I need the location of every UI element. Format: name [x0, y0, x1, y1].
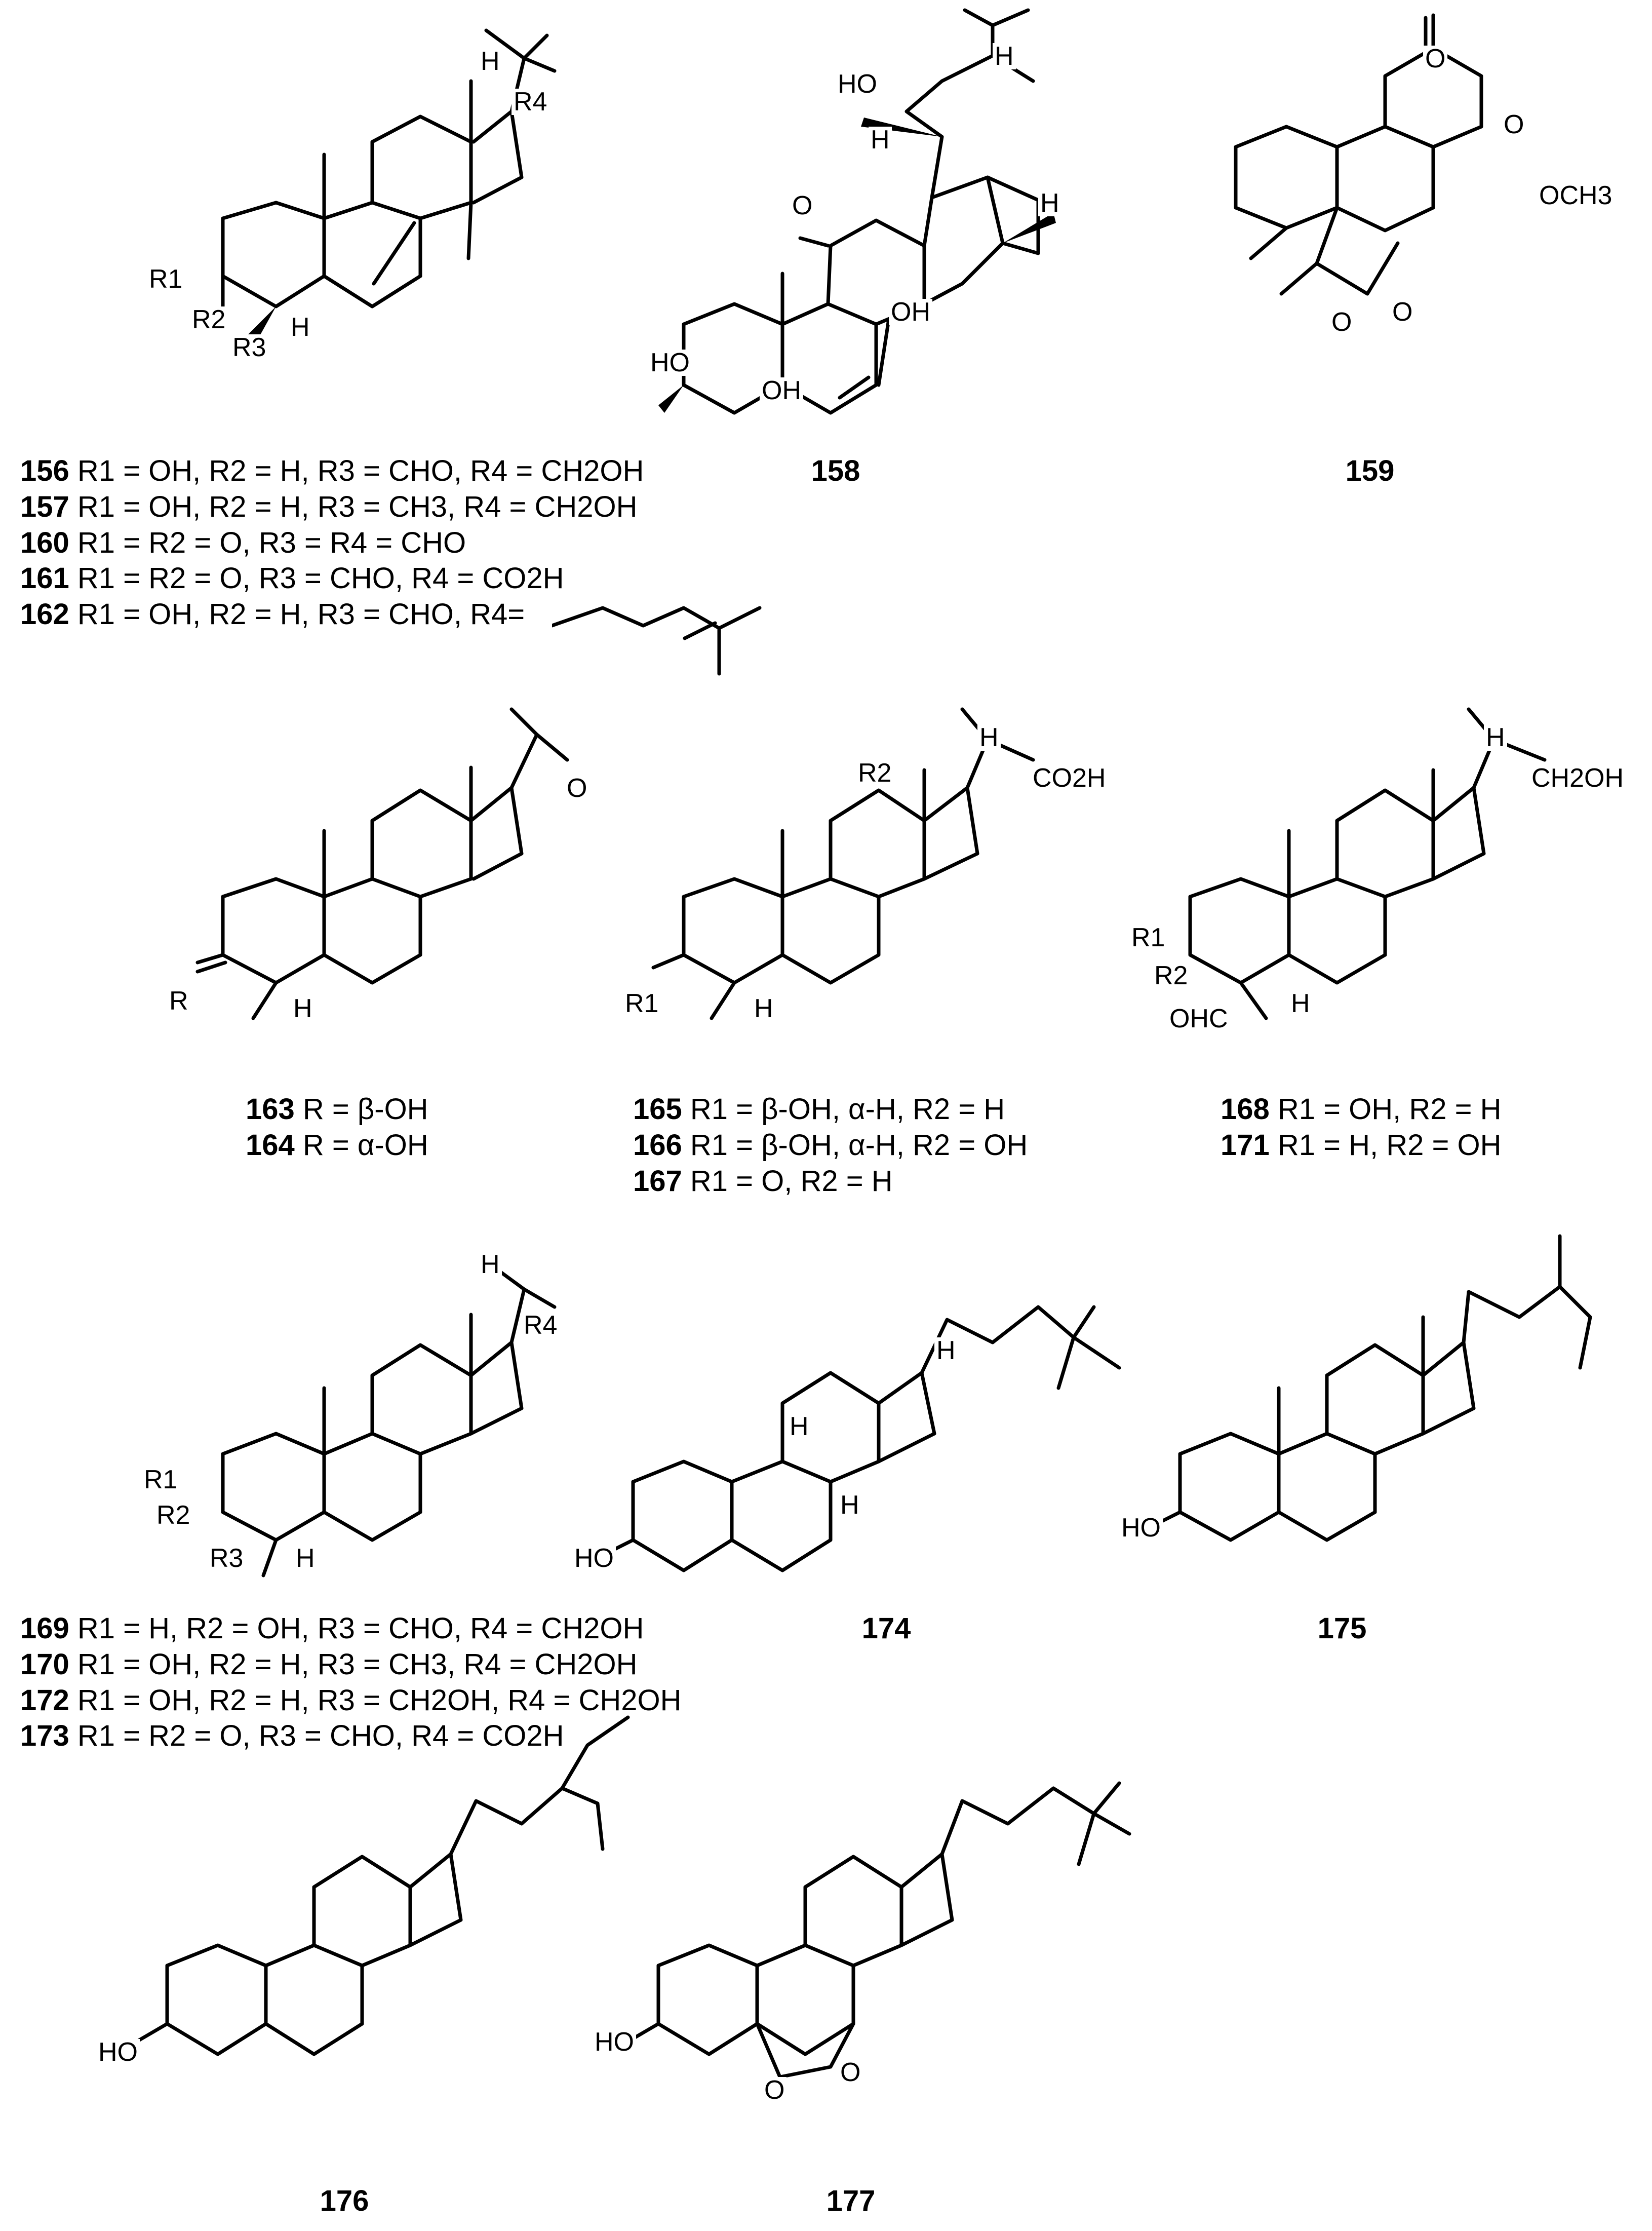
caption-159: 159	[1345, 454, 1395, 487]
caption-line: 156 R1 = OH, R2 = H, R3 = CHO, R4 = CH2O…	[20, 454, 644, 487]
atom-label: HO	[593, 2029, 636, 2055]
atom-label: R2	[1152, 963, 1190, 989]
atom-label: R2	[190, 306, 228, 333]
caption-line: 167 R1 = O, R2 = H	[633, 1164, 893, 1198]
atom-label: CO2H	[1031, 765, 1108, 791]
atom-label: R3	[230, 334, 268, 361]
caption-line: 169 R1 = H, R2 = OH, R3 = CHO, R4 = CH2O…	[20, 1612, 644, 1645]
atom-label: H	[934, 1337, 958, 1364]
atom-label: R2	[154, 1502, 192, 1528]
caption-156-162: 156 R1 = OH, R2 = H, R3 = CHO, R4 = CH2O…	[20, 453, 644, 633]
atom-label: CH2OH	[1529, 765, 1626, 791]
atom-label: R4	[512, 89, 549, 115]
caption-line: 173 R1 = R2 = O, R3 = CHO, R4 = CO2H	[20, 1719, 564, 1753]
atom-label: R1	[147, 266, 185, 292]
caption-line: 157 R1 = OH, R2 = H, R3 = CH3, R4 = CH2O…	[20, 490, 638, 523]
atom-label: OHC	[1167, 1006, 1230, 1032]
atom-label: OH	[889, 299, 932, 325]
structure-165	[651, 707, 1035, 1020]
atom-label: R2	[856, 760, 894, 786]
caption-163-164: 163 R = β-OH 164 R = α-OH	[246, 1092, 428, 1164]
atom-label: HO	[96, 2039, 140, 2065]
atom-label: R1	[623, 990, 661, 1017]
atom-label: O	[1423, 46, 1448, 72]
atom-label: O	[565, 775, 589, 801]
atom-label: R1	[142, 1467, 180, 1493]
atom-label: O	[762, 2077, 787, 2103]
atom-label: O	[1502, 111, 1526, 138]
atom-label: O	[790, 193, 815, 219]
atom-label: H	[869, 127, 892, 153]
atom-label: H	[289, 314, 312, 340]
caption-line: 170 R1 = OH, R2 = H, R3 = CH3, R4 = CH2O…	[20, 1647, 638, 1681]
atom-label: HO	[648, 350, 692, 376]
atom-label: H	[752, 995, 775, 1022]
atom-label: H	[1484, 724, 1507, 751]
caption-line: 161 R1 = R2 = O, R3 = CHO, R4 = CO2H	[20, 562, 564, 595]
structure-175	[1153, 1234, 1592, 1542]
structure-176	[135, 1715, 630, 2056]
atom-label: R4	[522, 1312, 560, 1338]
caption-169-173: 169 R1 = H, R2 = OH, R3 = CHO, R4 = CH2O…	[20, 1611, 682, 1754]
structure-177	[626, 1781, 1131, 2079]
atom-label: R	[167, 988, 190, 1014]
caption-line: 172 R1 = OH, R2 = H, R3 = CH2OH, R4 = CH…	[20, 1683, 682, 1717]
caption-line: 165 R1 = β-OH, α-H, R2 = H	[633, 1093, 1005, 1126]
caption-176: 176	[320, 2184, 369, 2217]
atom-label: H	[788, 1413, 811, 1440]
atom-label: H	[1038, 190, 1061, 216]
caption-174: 174	[861, 1612, 911, 1645]
atom-label: HO	[836, 71, 879, 97]
caption-177: 177	[826, 2184, 876, 2217]
structure-169	[221, 1259, 557, 1578]
atom-label: R1	[1129, 925, 1167, 951]
atom-label: H	[1289, 990, 1312, 1017]
structure-159	[1234, 13, 1483, 296]
atom-label: H	[294, 1545, 317, 1571]
atom-label: O	[1329, 309, 1354, 335]
structure-168	[1188, 707, 1547, 1020]
caption-175: 175	[1317, 1612, 1367, 1645]
caption-168-171: 168 R1 = OH, R2 = H 171 R1 = H, R2 = OH	[1221, 1092, 1502, 1164]
side-chain-162	[552, 606, 762, 676]
caption-line: 166 R1 = β-OH, α-H, R2 = OH	[633, 1128, 1028, 1162]
caption-line: 163 R = β-OH	[246, 1093, 428, 1126]
caption-line: 171 R1 = H, R2 = OH	[1221, 1128, 1502, 1162]
caption-165-167: 165 R1 = β-OH, α-H, R2 = H 166 R1 = β-OH…	[633, 1092, 1028, 1199]
atom-label: H	[993, 43, 1016, 69]
atom-label: HO	[1119, 1515, 1163, 1541]
atom-label: H	[479, 1251, 502, 1278]
structure-174	[601, 1305, 1121, 1572]
atom-label: H	[291, 995, 314, 1022]
atom-label: H	[977, 724, 1001, 751]
caption-line: 162 R1 = OH, R2 = H, R3 = CHO, R4=	[20, 598, 525, 631]
structure-156	[221, 28, 557, 338]
atom-label: H	[479, 48, 502, 74]
caption-158: 158	[811, 454, 860, 487]
caption-line: 168 R1 = OH, R2 = H	[1221, 1093, 1502, 1126]
caption-line: 160 R1 = R2 = O, R3 = R4 = CHO	[20, 526, 466, 559]
caption-line: 164 R = α-OH	[246, 1128, 428, 1162]
atom-label: O	[838, 2059, 863, 2086]
atom-label: HO	[572, 1545, 616, 1571]
atom-label: H	[838, 1492, 861, 1518]
atom-label: R3	[208, 1545, 246, 1571]
atom-label: O	[1390, 299, 1415, 325]
atom-label: OCH3	[1537, 182, 1615, 209]
structure-163	[195, 707, 569, 1020]
atom-label: OH	[760, 377, 803, 404]
